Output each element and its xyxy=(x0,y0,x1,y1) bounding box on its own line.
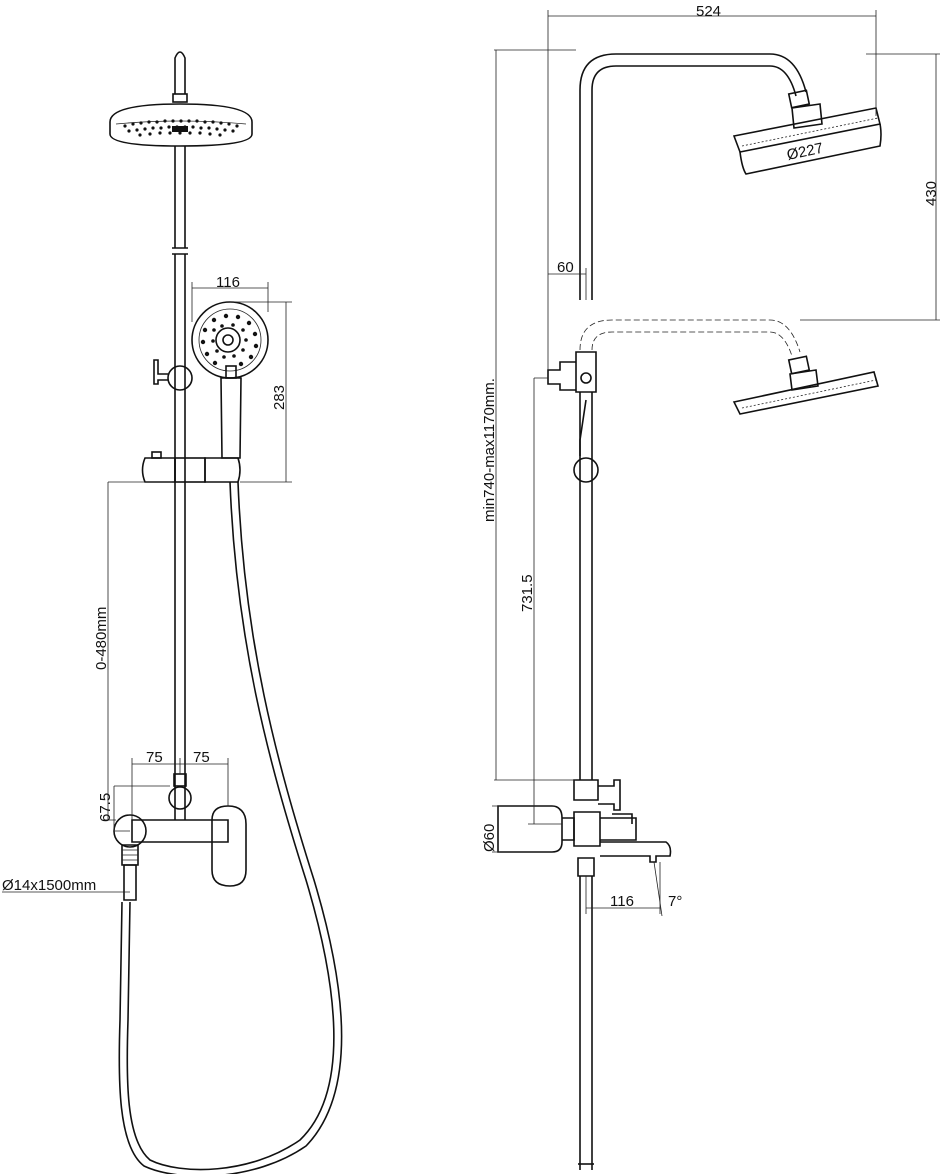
overhead-shower-head-side-lower xyxy=(732,371,880,415)
mixer-side xyxy=(497,779,672,877)
front-dimensions xyxy=(2,282,292,893)
label-mixer-right: 75 xyxy=(193,749,210,766)
label-handshower-height: 283 xyxy=(271,385,288,410)
label-body-diameter: Ø60 xyxy=(481,824,498,852)
label-bar-height: 731.5 xyxy=(519,574,536,612)
label-mixer-offset: 67.5 xyxy=(97,793,114,822)
label-slider-travel: 0-480mm xyxy=(93,607,110,670)
front-view: 116 283 0-480mm 75 75 67.5 Ø14x1500mm xyxy=(2,51,343,1174)
label-mixer-left: 75 xyxy=(146,749,163,766)
hand-shower-front xyxy=(191,301,269,459)
overhead-shower-head-front xyxy=(109,103,253,147)
label-adjustable-height: min740-max1170mm. xyxy=(481,378,498,522)
mixer-front xyxy=(113,773,247,901)
label-spout-reach: 116 xyxy=(610,893,634,910)
label-overhead-reach: 524 xyxy=(696,3,721,20)
label-hose: Ø14x1500mm xyxy=(2,877,96,894)
side-view: 524 Ø227 430 60 min740-max1170mm. 731.5 … xyxy=(481,3,940,1170)
label-wall-offset: 60 xyxy=(557,259,574,276)
label-arm-height: 430 xyxy=(923,181,940,206)
label-handshower-width: 116 xyxy=(216,274,240,291)
label-spout-angle: 7° xyxy=(668,893,682,910)
overhead-shower-head-side-upper xyxy=(732,107,882,175)
label-overhead-diameter: Ø227 xyxy=(785,140,824,164)
nozzle-pattern xyxy=(123,119,239,137)
side-dimensions xyxy=(492,10,940,917)
